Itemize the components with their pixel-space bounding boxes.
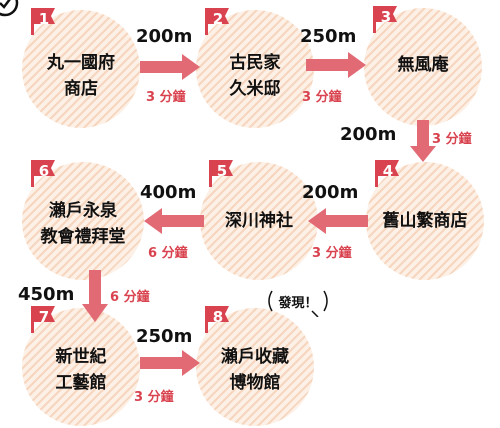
discovery-callout: 發現！ xyxy=(262,287,334,317)
route-marker-icon xyxy=(0,0,19,17)
stop-disc xyxy=(22,10,140,128)
leg-time: 3 分鐘 xyxy=(432,132,472,147)
stop-name: 深川神社 xyxy=(225,211,293,231)
stop-6: 6 瀨戶永泉 教會禮拜堂 xyxy=(22,160,144,280)
stop-disc xyxy=(364,8,482,126)
flag-icon xyxy=(375,160,399,187)
stop-name: 無風庵 xyxy=(397,55,449,75)
arrow-down-icon xyxy=(410,120,436,162)
stop-name: 新世紀 工藝館 xyxy=(55,347,107,393)
leg-distance: 400m xyxy=(140,182,197,203)
leg-distance: 200m xyxy=(340,124,397,145)
stop-8: 8 瀨戶收藏 博物館 xyxy=(196,306,314,426)
arrow-left-icon xyxy=(308,208,368,234)
stop-name: 舊山繁商店 xyxy=(382,211,468,231)
stop-7: 7 新世紀 工藝館 xyxy=(22,306,140,426)
leg-time: 3 分鐘 xyxy=(302,90,342,105)
arrow-down-icon xyxy=(82,270,108,322)
stop-name: 丸一國府 商店 xyxy=(47,53,115,99)
stop-disc xyxy=(196,308,314,426)
arrow-left-icon xyxy=(144,208,204,234)
flag-icon xyxy=(205,8,229,35)
stop-5: 5 深川神社 xyxy=(200,160,318,280)
flag-icon xyxy=(31,160,55,187)
stop-number: 4 xyxy=(382,162,394,180)
stop-name: 古民家 久米邸 xyxy=(229,53,281,99)
leg-distance: 200m xyxy=(302,182,359,203)
stop-disc xyxy=(22,308,140,426)
leg-time: 3 分鐘 xyxy=(146,90,186,105)
stop-disc xyxy=(200,162,318,280)
stop-number: 7 xyxy=(38,308,50,326)
leg-distance: 250m xyxy=(300,26,357,47)
stop-disc xyxy=(196,10,314,128)
stop-number: 3 xyxy=(380,8,392,26)
stop-number: 5 xyxy=(216,162,228,180)
flag-icon xyxy=(31,306,55,333)
leg-distance: 200m xyxy=(136,26,193,47)
stop-number: 1 xyxy=(38,10,50,28)
leg-time: 3 分鐘 xyxy=(312,246,352,261)
stop-3: 3 無風庵 xyxy=(364,6,482,126)
speech-bubble-icon xyxy=(268,290,328,317)
flag-icon xyxy=(209,160,233,187)
stop-number: 2 xyxy=(212,10,224,28)
arrow-right-icon xyxy=(140,350,200,376)
leg-time: 6 分鐘 xyxy=(110,290,150,305)
stop-number: 8 xyxy=(212,308,224,326)
flag-icon xyxy=(205,306,229,333)
leg-time: 3 分鐘 xyxy=(134,390,174,405)
arrow-right-icon xyxy=(306,52,366,78)
stop-name: 瀨戶永泉 教會禮拜堂 xyxy=(40,201,126,247)
arrow-right-icon xyxy=(140,54,200,80)
stop-4: 4 舊山繁商店 xyxy=(366,160,484,280)
stop-1: 1 丸一國府 商店 xyxy=(22,8,140,128)
stop-disc xyxy=(22,162,144,280)
callout-text: 發現！ xyxy=(278,296,318,311)
leg-time: 6 分鐘 xyxy=(148,246,188,261)
leg-distance: 250m xyxy=(136,326,193,347)
stop-name: 瀨戶收藏 博物館 xyxy=(221,347,289,393)
leg-distance: 450m xyxy=(18,284,75,305)
flag-icon xyxy=(31,8,55,35)
flag-icon xyxy=(373,6,397,33)
stop-disc xyxy=(366,162,484,280)
stop-2: 2 古民家 久米邸 xyxy=(196,8,314,128)
stop-number: 6 xyxy=(38,162,50,180)
